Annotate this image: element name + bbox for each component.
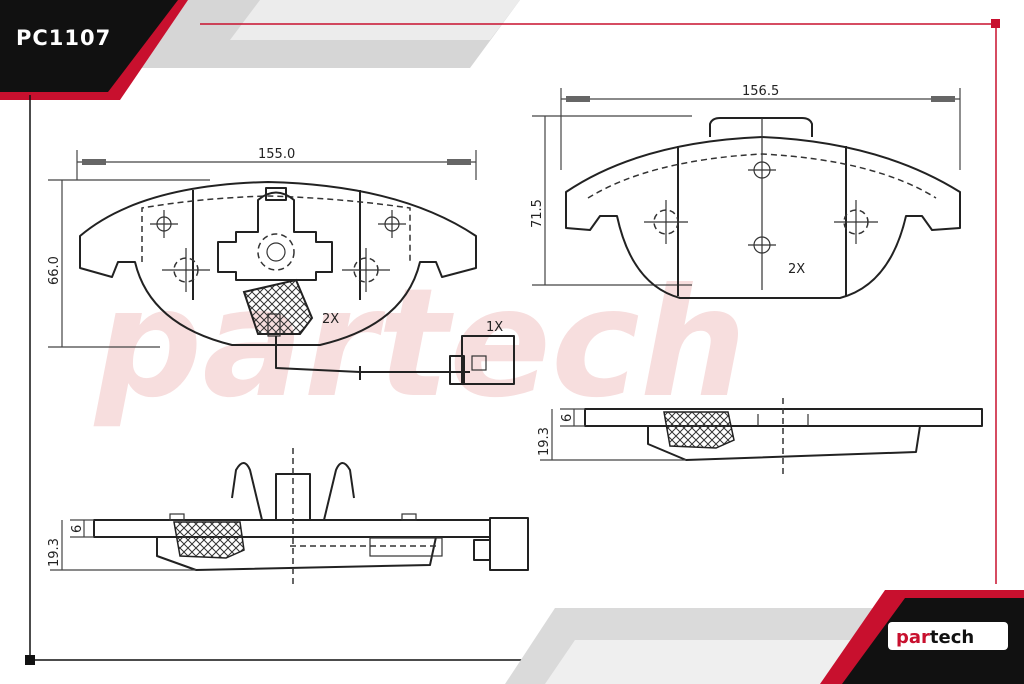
front-side-view (50, 448, 529, 586)
front-height-label: 66.0 (47, 256, 62, 285)
rear-quantity-label: 2X (788, 262, 805, 277)
rear-height-label: 71.5 (530, 199, 545, 228)
part-code: PC1107 (16, 26, 111, 50)
front-side-thickness-label: 19.3 (47, 538, 62, 567)
front-quantity-label: 2X (322, 312, 339, 327)
rear-side-backplate-label: 6 (560, 414, 575, 422)
front-width-label: 155.0 (258, 147, 295, 162)
header-band (0, 0, 520, 100)
rear-pad-view (532, 88, 961, 299)
front-side-backplate-label: 6 (70, 525, 85, 533)
front-pad-view (48, 150, 515, 385)
frame (25, 19, 1000, 665)
rear-side-view (540, 398, 983, 474)
rear-width-label: 156.5 (742, 84, 779, 99)
rear-side-thickness-label: 19.3 (537, 427, 552, 456)
sensor-quantity-label: 1X (486, 320, 503, 335)
footer-band (505, 590, 1024, 684)
brand-logo: partech (896, 627, 974, 648)
watermark-text: partech (93, 257, 747, 431)
